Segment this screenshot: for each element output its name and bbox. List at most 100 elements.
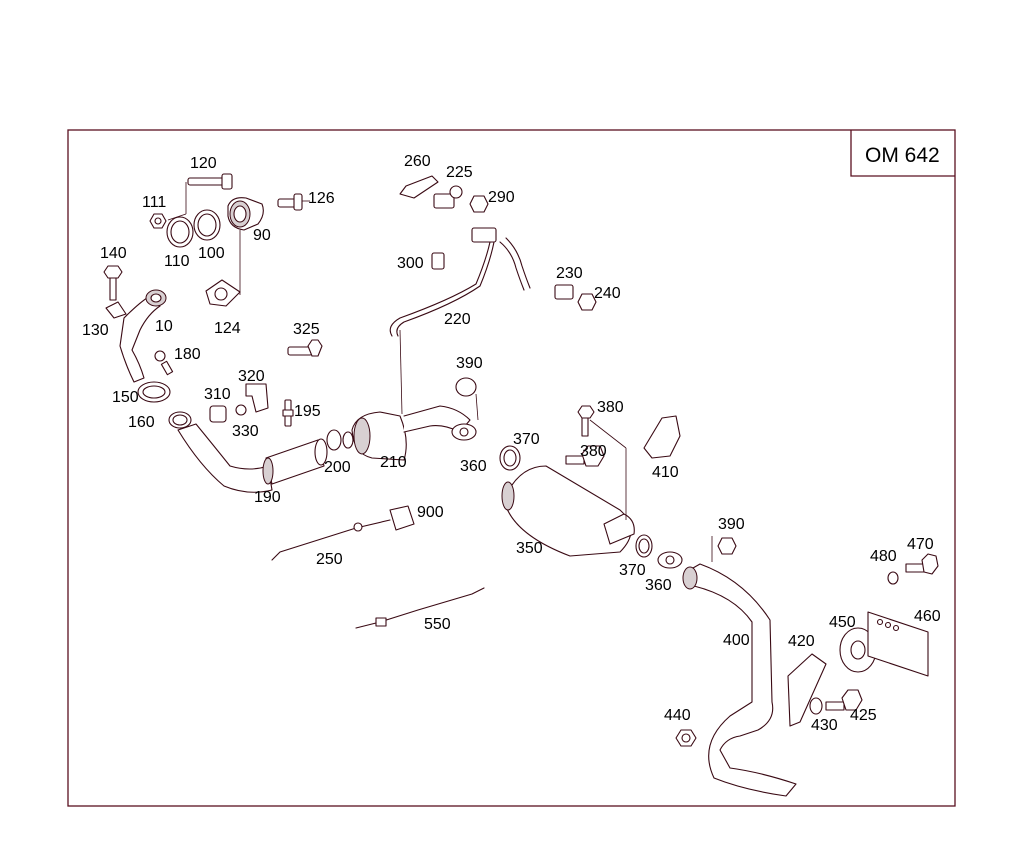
part-240-nut <box>577 293 597 311</box>
part-360-gasket-b <box>657 551 683 569</box>
label-230: 230 <box>556 265 583 282</box>
label-420: 420 <box>788 633 815 650</box>
label-160: 160 <box>128 414 155 431</box>
label-450: 450 <box>829 614 856 631</box>
label-410: 410 <box>652 464 679 481</box>
part-130-bracket <box>105 301 127 319</box>
label-550: 550 <box>424 616 451 633</box>
label-380a: 380 <box>597 399 624 416</box>
part-370-ring-b <box>635 534 653 558</box>
label-190: 190 <box>254 489 281 506</box>
part-440-nut <box>675 729 697 747</box>
label-130: 130 <box>82 322 109 339</box>
title-box: OM 642 <box>850 130 955 177</box>
part-160-seal-ring <box>168 411 192 429</box>
label-260: 260 <box>404 153 431 170</box>
part-195-sensor <box>282 399 294 427</box>
part-400-tail-pipe <box>682 563 797 797</box>
label-460: 460 <box>914 608 941 625</box>
label-350: 350 <box>516 540 543 557</box>
part-390-nut-b <box>711 536 737 562</box>
label-360a: 360 <box>460 458 487 475</box>
part-370-ring-a <box>499 445 521 471</box>
label-325: 325 <box>293 321 320 338</box>
label-220: 220 <box>444 311 471 328</box>
label-210: 210 <box>380 454 407 471</box>
label-10: 10 <box>155 318 173 335</box>
label-140: 140 <box>100 245 127 262</box>
part-225-pressure-sensor <box>433 185 463 209</box>
part-230-bracket <box>554 284 574 300</box>
label-290: 290 <box>488 189 515 206</box>
label-124: 124 <box>214 320 241 337</box>
part-110-clamp <box>166 213 194 248</box>
part-120-bolt <box>185 173 233 214</box>
label-240: 240 <box>594 285 621 302</box>
label-425: 425 <box>850 707 877 724</box>
label-900: 900 <box>417 504 444 521</box>
part-220-pressure-pipe <box>389 227 531 337</box>
part-300-clip <box>431 252 445 270</box>
part-111-nut <box>149 213 167 229</box>
part-460-holder <box>867 611 929 677</box>
part-430-washer <box>809 697 823 715</box>
label-370b: 370 <box>619 562 646 579</box>
diagram-frame <box>67 129 956 807</box>
part-380-bolt-b <box>565 445 605 467</box>
label-225: 225 <box>446 164 473 181</box>
part-550-temperature-sensor <box>355 587 485 629</box>
label-390a: 390 <box>456 355 483 372</box>
part-900-module <box>389 505 415 531</box>
part-290-nut <box>469 195 489 213</box>
label-250: 250 <box>316 551 343 568</box>
part-90-egr-valve <box>227 197 264 295</box>
part-380-bolt-a <box>577 405 627 449</box>
part-250-sensor-cable <box>271 519 391 561</box>
part-310-rubber-mount <box>209 405 227 423</box>
part-410-heat-shield <box>643 415 681 459</box>
label-300: 300 <box>397 255 424 272</box>
label-390b: 390 <box>718 516 745 533</box>
label-440: 440 <box>664 707 691 724</box>
label-310: 310 <box>204 386 231 403</box>
label-150: 150 <box>112 389 139 406</box>
part-320-bracket <box>245 383 269 413</box>
part-390-nut-a <box>455 377 479 421</box>
label-330: 330 <box>232 423 259 440</box>
part-425-bolt <box>825 689 863 711</box>
part-420-bracket <box>787 653 827 727</box>
label-195: 195 <box>294 403 321 420</box>
label-120: 120 <box>190 155 217 172</box>
label-360b: 360 <box>645 577 672 594</box>
label-430: 430 <box>811 717 838 734</box>
part-124-gasket <box>205 279 241 307</box>
label-370a: 370 <box>513 431 540 448</box>
part-360-gasket-a <box>451 423 477 441</box>
label-126: 126 <box>308 190 335 207</box>
label-400: 400 <box>723 632 750 649</box>
label-380b: 380 <box>580 443 607 460</box>
part-10-egr-pipe <box>119 289 167 383</box>
part-260-bracket <box>399 175 439 199</box>
label-180: 180 <box>174 346 201 363</box>
label-110: 110 <box>164 253 190 270</box>
label-200: 200 <box>324 459 351 476</box>
label-470: 470 <box>907 536 934 553</box>
part-180-bolt <box>154 350 174 376</box>
part-470-bolt <box>905 553 939 575</box>
title-box-text: OM 642 <box>865 144 940 167</box>
part-150-o-ring <box>137 381 171 403</box>
part-210-particulate-filter <box>351 329 471 461</box>
part-126-bolt <box>277 193 310 211</box>
part-190-front-pipe-catalyst <box>177 423 328 493</box>
label-111: 111 <box>142 194 166 211</box>
part-labels: 120 111 126 110 100 90 140 130 10 124 18… <box>82 153 941 734</box>
label-480: 480 <box>870 548 897 565</box>
part-325-bolt <box>287 339 323 357</box>
label-90: 90 <box>253 227 271 244</box>
label-320: 320 <box>238 368 265 385</box>
part-140-bolt <box>103 265 123 301</box>
part-200-clamp <box>326 429 354 451</box>
part-350-center-muffler <box>501 448 635 557</box>
